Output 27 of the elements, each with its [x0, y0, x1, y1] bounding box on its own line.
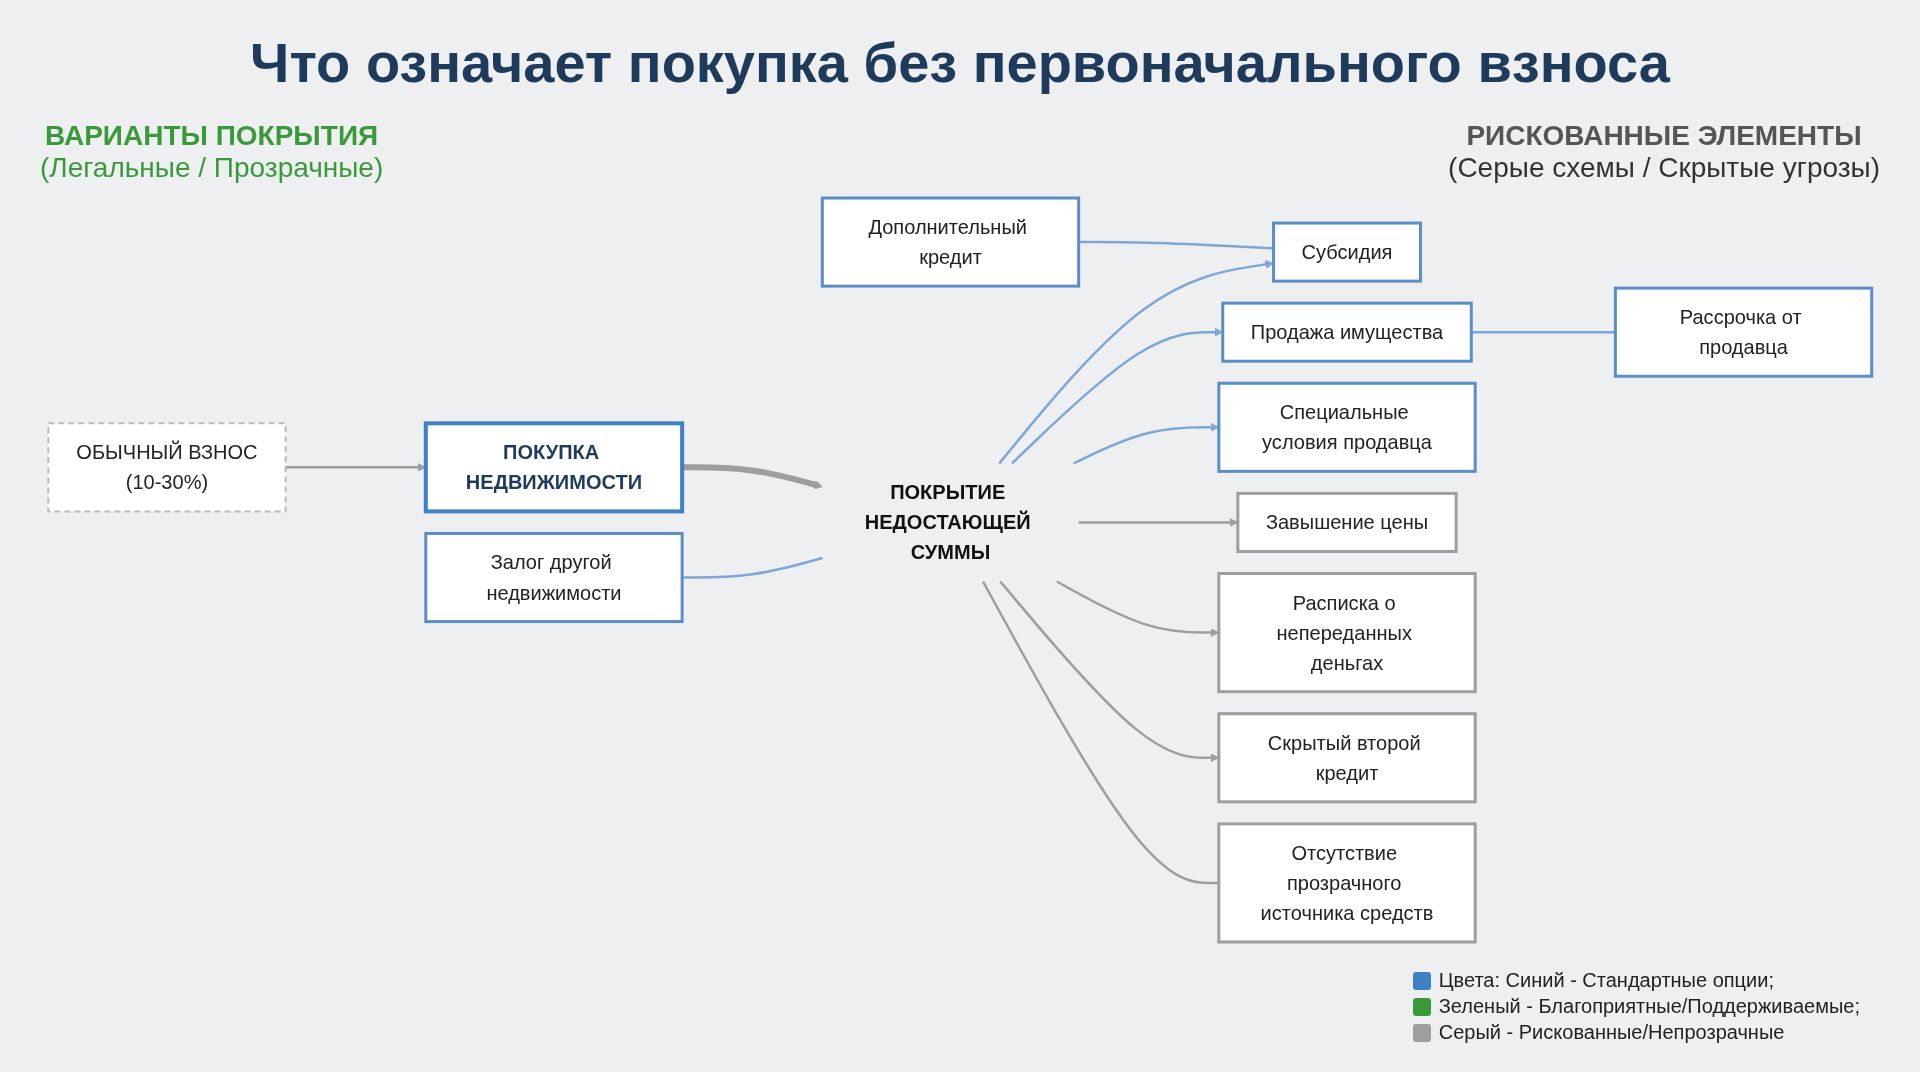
node-box: Отсутствие прозрачного источника средств: [1217, 822, 1477, 944]
section-subheading: (Легальные / Прозрачные): [40, 152, 384, 184]
diagram-title: Что означает покупка без первоначального взноса: [249, 30, 1672, 95]
section-subheading: (Серые схемы / Скрытые угрозы): [1448, 152, 1880, 184]
node-box: Рассрочка от продавца: [1613, 286, 1874, 378]
node-box: ПОКУПКА НЕДВИЖИМОСТИ: [423, 421, 685, 514]
node-text: ПОКРЫТИЕ НЕДОСТАЮЩЕЙ СУММЫ: [864, 481, 1031, 564]
node-box: Дополнительный кредит: [820, 196, 1081, 288]
node-box: Залог другой недвижимости: [424, 531, 684, 624]
node-box: Скрытый второй кредит: [1217, 712, 1477, 804]
connector: [1078, 240, 1274, 250]
node-box: Продажа имущества: [1221, 301, 1473, 363]
connector: [682, 556, 823, 579]
connector: [1471, 330, 1616, 334]
node-box: Специальные условия продавца: [1217, 381, 1477, 473]
node-box: Завышение цены: [1236, 491, 1458, 553]
node-box: Субсидия: [1272, 221, 1422, 283]
section-heading: ВАРИАНТЫ ПОКРЫТИЯ: [45, 120, 379, 152]
section-heading: РИСКОВАННЫЕ ЭЛЕМЕНТЫ: [1466, 120, 1862, 152]
legend-text: Серый - Рискованные/Непрозрачные: [1438, 1021, 1785, 1044]
legend-text: Цвета: Синий - Стандартные опции;: [1438, 969, 1774, 992]
node-box: Расписка о непереданных деньгах: [1217, 572, 1477, 694]
legend-text: Зеленый - Благоприятные/Поддерживаемые;: [1438, 995, 1860, 1018]
arrow: [682, 464, 823, 489]
arrow: [998, 260, 1274, 465]
node-box: ОБЫЧНЫЙ ВЗНОС (10-30%): [47, 422, 287, 513]
connector: [981, 580, 1219, 885]
